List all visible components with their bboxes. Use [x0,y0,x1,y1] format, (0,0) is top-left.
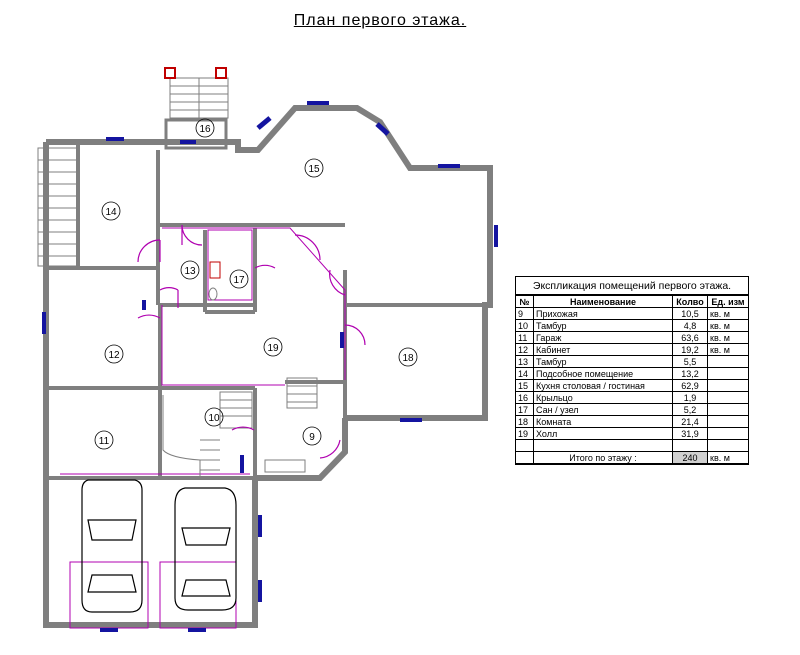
legend-row-name: Холл [533,427,673,440]
left-stairs [37,147,79,267]
legend-row-name: Подсобное помещение [533,367,673,380]
room-labels [94,118,418,450]
legend-row-qty: 5,2 [672,403,708,416]
room-15-label: 15 [308,164,320,175]
car-left [81,479,143,613]
legend-header-name: Наименование [533,295,673,308]
legend-row-qty: 1,9 [672,391,708,404]
legend-row-name: Комната [533,415,673,428]
legend-row-no [516,439,534,452]
legend-row-qty: 5,5 [672,355,708,368]
room-10-label: 10 [208,413,220,424]
legend-row-unit [707,403,748,416]
angled-windows [256,116,390,136]
room-legend: Экспликация помещений первого этажа. № Н… [515,276,749,465]
legend-row-qty: 62,9 [672,379,708,392]
outer-walls [43,105,493,628]
plan-title: План первого этажа. [293,12,467,29]
legend-row-qty: 13,2 [672,367,708,380]
legend-row-no: 18 [516,415,534,428]
legend-row-unit [707,379,748,392]
legend-row-name: Крыльцо [533,391,673,404]
legend-row-no: 19 [516,427,534,440]
porch-posts [164,67,227,79]
legend-row-unit: кв. м [707,343,748,356]
room-18-label: 18 [402,353,414,364]
legend-row-name: Тамбур [533,355,673,368]
legend-row-no: 17 [516,403,534,416]
legend-header-unit: Ед. изм [707,295,748,308]
legend-row-unit [707,391,748,404]
legend-total-unit: кв. м [707,451,748,464]
legend-caption: Экспликация помещений первого этажа. [516,277,748,295]
legend-row-qty: 63,6 [672,331,708,344]
room-14-label: 14 [105,207,117,218]
legend-header-row: № Наименование Колво Ед. изм [516,295,748,308]
legend-row-unit: кв. м [707,319,748,332]
legend-header-qty: Колво [672,295,708,308]
legend-row-name [533,439,673,452]
legend-row [516,439,748,452]
porch-stairs [164,77,229,150]
legend-row-unit [707,367,748,380]
legend-row-no: 13 [516,355,534,368]
legend-header-no: № [516,295,534,308]
legend-row-qty: 21,4 [672,415,708,428]
wc-fixtures [208,261,221,301]
room-16-label: 16 [199,124,211,135]
legend-row-qty: 4,8 [672,319,708,332]
legend-row-qty: 19,2 [672,343,708,356]
legend-row-unit: кв. м [707,307,748,320]
room-19-label: 19 [267,343,279,354]
legend-row-no: 12 [516,343,534,356]
legend-row-qty: 31,9 [672,427,708,440]
room-11-label: 11 [99,436,110,447]
legend-row-unit [707,427,748,440]
legend-row-no: 10 [516,319,534,332]
legend-row-qty [672,439,708,452]
legend-row-no: 14 [516,367,534,380]
doors [137,224,366,459]
legend-row-unit [707,355,748,368]
interior-trims [60,227,346,629]
legend-row-unit: кв. м [707,331,748,344]
legend-row-no: 15 [516,379,534,392]
room-12-label: 12 [108,350,120,361]
legend-row-name: Кухня столовая / гостиная [533,379,673,392]
legend-row-name: Кабинет [533,343,673,356]
legend-row-name: Сан / узел [533,403,673,416]
legend-total-label: Итого по этажу : [533,451,673,464]
legend-row-unit [707,439,748,452]
legend-total-value: 240 [672,451,708,464]
inner-walls [46,142,485,480]
legend-row-qty: 10,5 [672,307,708,320]
legend-row-no: 16 [516,391,534,404]
legend-row-no: 9 [516,307,534,320]
legend-row-name: Прихожая [533,307,673,320]
windows [42,101,498,632]
legend-row-name: Тамбур [533,319,673,332]
legend-total-row: Итого по этажу : 240 кв. м [516,451,748,464]
room-17-label: 17 [233,275,245,286]
room-13-label: 13 [184,266,196,277]
car-right [174,487,237,611]
room-9-label: 9 [309,432,315,443]
legend-row-name: Гараж [533,331,673,344]
legend-row-no: 11 [516,331,534,344]
legend-row-unit [707,415,748,428]
